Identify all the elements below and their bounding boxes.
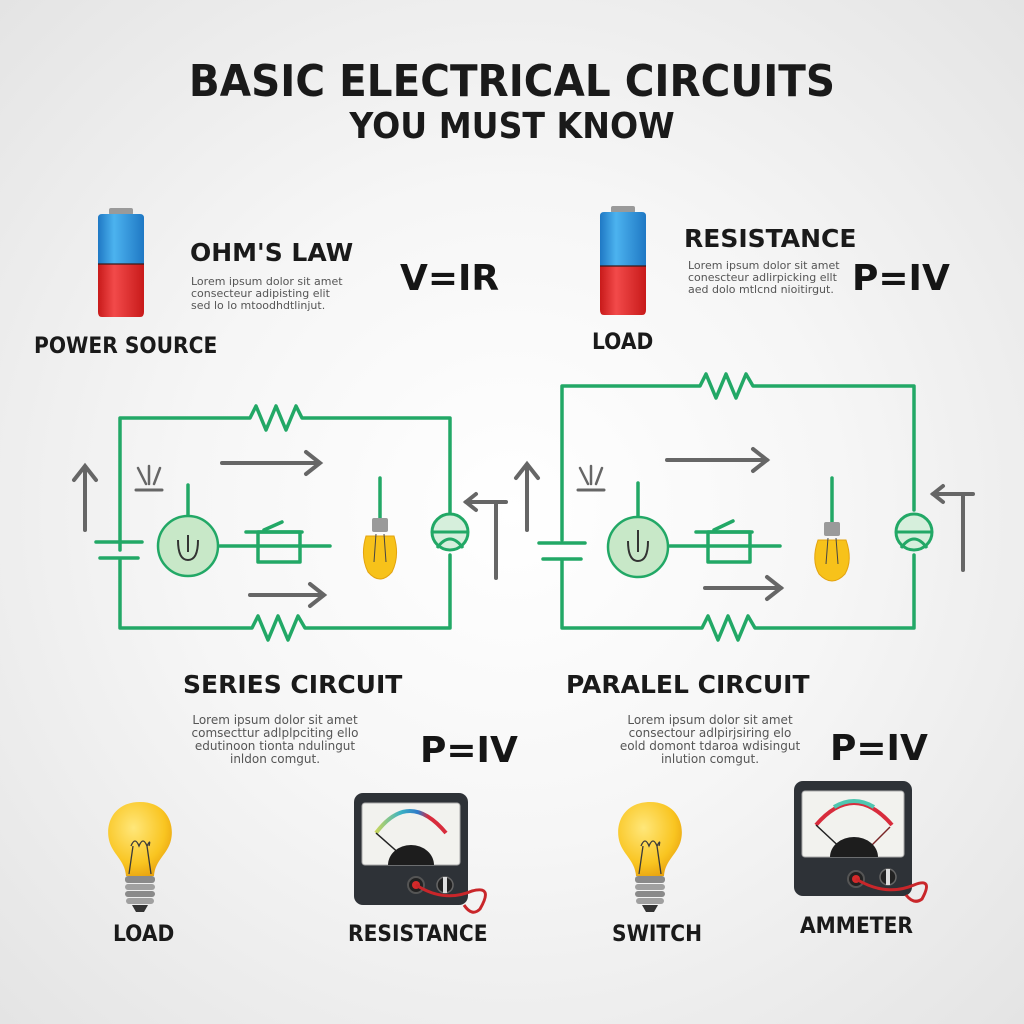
parallel-circuit-text: Lorem ipsum dolor sit amet consectour ad… — [619, 713, 801, 766]
wire — [118, 404, 452, 552]
light-bulb-icon — [108, 802, 172, 912]
light-bulb-icon — [362, 518, 398, 580]
series-equation: P=IV — [420, 730, 518, 771]
series-circuit-diagram — [72, 404, 508, 642]
bottom-label-load: LOAD — [113, 922, 175, 947]
resistance-text: Lorem ipsum dolor sit amet conescteur ad… — [688, 259, 840, 296]
meter-icon — [794, 781, 928, 903]
bottom-label-resistance: RESISTANCE — [348, 922, 488, 947]
ohms-law-text: Lorem ipsum dolor sit amet consecteur ad… — [191, 275, 343, 312]
power-source-label: POWER SOURCE — [34, 334, 218, 359]
bottom-label-ammeter: AMMETER — [800, 914, 914, 939]
parallel-equation: P=IV — [830, 728, 928, 769]
ohms-law-equation: V=IR — [400, 258, 500, 299]
series-circuit-heading: SERIES CIRCUIT — [183, 670, 403, 699]
page-title: BASIC ELECTRICAL CIRCUITS — [188, 56, 836, 107]
resistance-heading: RESISTANCE — [684, 224, 857, 253]
wire — [560, 553, 916, 642]
power-equation: P=IV — [852, 258, 950, 299]
ohms-law-heading: OHM'S LAW — [190, 238, 354, 267]
battery-icon — [98, 208, 144, 317]
page-subtitle: YOU MUST KNOW — [349, 106, 675, 147]
load-label: LOAD — [592, 330, 654, 355]
wire — [560, 372, 916, 542]
light-bulb-icon — [814, 522, 850, 582]
bottom-label-switch: SWITCH — [612, 922, 703, 947]
wire — [118, 553, 452, 642]
parallel-circuit-diagram — [514, 372, 975, 642]
battery-icon — [600, 206, 646, 315]
parallel-circuit-heading: PARALEL CIRCUIT — [566, 670, 810, 699]
light-bulb-icon — [618, 802, 682, 912]
meter-icon — [354, 793, 487, 914]
series-circuit-text: Lorem ipsum dolor sit amet comsecttur ad… — [191, 713, 359, 766]
